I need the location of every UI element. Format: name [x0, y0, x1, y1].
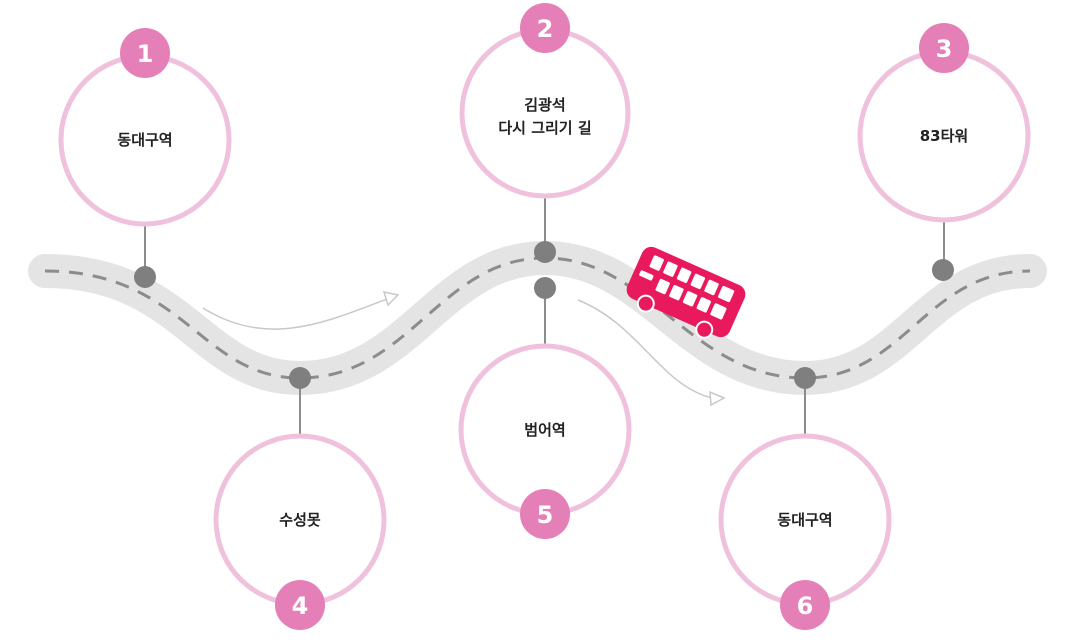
direction-arrow-2	[577, 299, 713, 399]
stop-6: 동대구역 6	[718, 433, 892, 630]
stop-number: 6	[797, 592, 814, 620]
stop-5: 범어역 5	[458, 343, 632, 539]
number-badge	[780, 580, 830, 630]
stop-label: 동대구역	[117, 131, 172, 149]
stop-3: 83타워 3	[857, 23, 1031, 223]
double-decker-bus-icon	[626, 246, 746, 339]
stop-number: 4	[292, 592, 309, 620]
stop-number: 3	[936, 35, 953, 63]
number-badge	[919, 23, 969, 73]
number-badge	[120, 28, 170, 78]
stop-label-line-1: 김광석	[524, 96, 565, 114]
direction-arrowhead-2	[709, 390, 726, 407]
stop-label: 83타워	[920, 127, 968, 145]
stop-number: 2	[537, 15, 554, 43]
stop-1: 동대구역 1	[58, 28, 232, 227]
stop-4: 수성못 4	[213, 433, 387, 630]
number-badge	[275, 580, 325, 630]
road-node-4	[289, 367, 311, 389]
direction-arrowhead-1	[382, 290, 400, 307]
road-node-3	[932, 259, 954, 281]
road-node-1	[134, 266, 156, 288]
stop-label-line-2: 다시 그리기 길	[498, 119, 591, 137]
stop-number: 5	[537, 501, 554, 529]
road-node-2	[534, 241, 556, 263]
stop-label: 수성못	[279, 511, 321, 529]
number-badge	[520, 3, 570, 53]
road-node-6	[794, 367, 816, 389]
road-node-5	[534, 277, 556, 299]
stop-label: 동대구역	[777, 511, 832, 529]
stop-label: 범어역	[524, 421, 565, 439]
number-badge	[520, 489, 570, 539]
stop-number: 1	[137, 40, 154, 68]
stop-2: 김광석 다시 그리기 길 2	[459, 3, 631, 199]
direction-arrow-1	[202, 297, 391, 330]
